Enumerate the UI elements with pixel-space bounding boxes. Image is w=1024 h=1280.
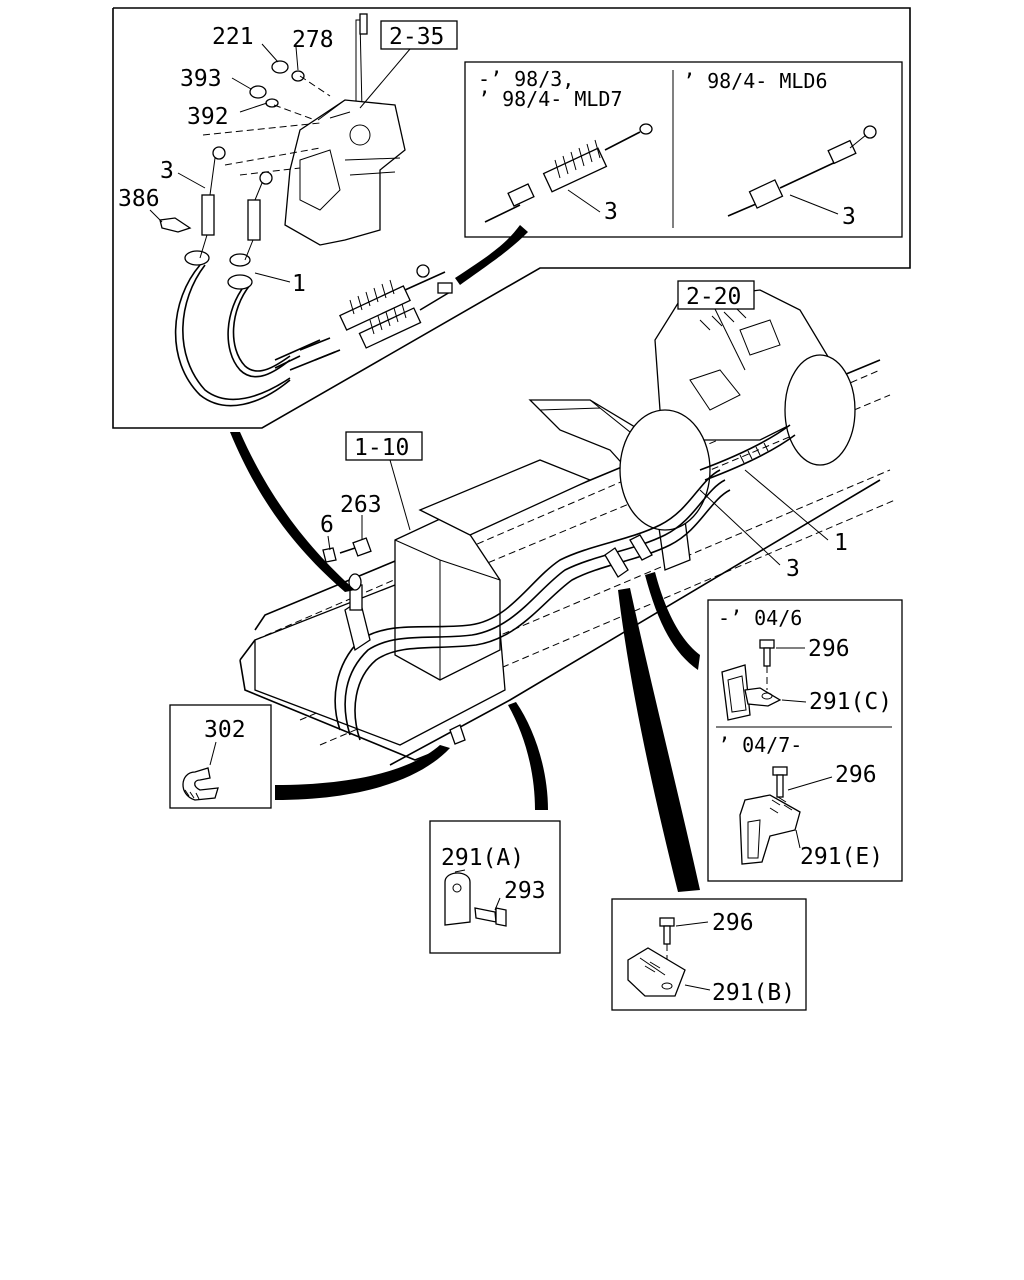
part-263: 263 (340, 492, 382, 518)
part-291e: 291(E) (800, 844, 883, 870)
part-296-b: 296 (712, 910, 754, 936)
part-6: 6 (320, 512, 334, 538)
variant-left-date-1: -’ 98/3, (478, 67, 574, 91)
ref-2-20-label: 2-20 (686, 284, 741, 310)
part-386: 386 (118, 186, 160, 212)
part-296-e: 296 (835, 762, 877, 788)
part-1-top: 1 (292, 271, 306, 297)
ref-box-2-35[interactable] (380, 20, 458, 50)
part-291c: 291(C) (809, 689, 892, 715)
part-291b: 291(B) (712, 980, 795, 1006)
ref-box-1-10[interactable] (345, 431, 423, 461)
main-assembly: 1-10 2-20 263 6 1 3 (239, 280, 896, 766)
date-range-e: ’ 04/7- (718, 733, 802, 757)
leader-arcs (230, 225, 700, 892)
part-291a: 291(A) (441, 845, 524, 871)
part-221: 221 (212, 24, 254, 50)
part-3-top: 3 (160, 158, 174, 184)
part-278: 278 (292, 27, 334, 53)
detail-291c-291e: -’ 04/6 296 291(C) ’ 04/7- 296 291(E) (707, 599, 903, 882)
part-3-main: 3 (786, 556, 800, 582)
cable-variant-inset: -’ 98/3, ’ 98/4- MLD7 ’ 98/4- MLD6 3 3 (464, 61, 903, 238)
ref-2-35-label: 2-35 (389, 24, 444, 50)
part-302: 302 (204, 717, 246, 743)
detail-291b: 296 291(B) (611, 898, 807, 1011)
variant-left-date-2: ’ 98/4- MLD7 (478, 87, 623, 111)
detail-302: 302 (169, 704, 272, 809)
variant-right-date: ’ 98/4- MLD6 (683, 69, 828, 93)
ref-box-2-20[interactable] (677, 280, 755, 310)
date-range-c: -’ 04/6 (718, 606, 802, 630)
detail-291a: 291(A) 293 (429, 820, 561, 954)
part-393: 393 (180, 66, 222, 92)
part-392: 392 (187, 104, 229, 130)
shift-lever-detail-panel: 221 278 393 392 3 386 1 2-35 (112, 7, 911, 429)
ref-1-10-label: 1-10 (354, 435, 409, 461)
variant-right-part: 3 (842, 204, 856, 230)
part-296-c: 296 (808, 636, 850, 662)
part-293: 293 (504, 878, 546, 904)
variant-left-part: 3 (604, 199, 618, 225)
part-1-main: 1 (834, 530, 848, 556)
